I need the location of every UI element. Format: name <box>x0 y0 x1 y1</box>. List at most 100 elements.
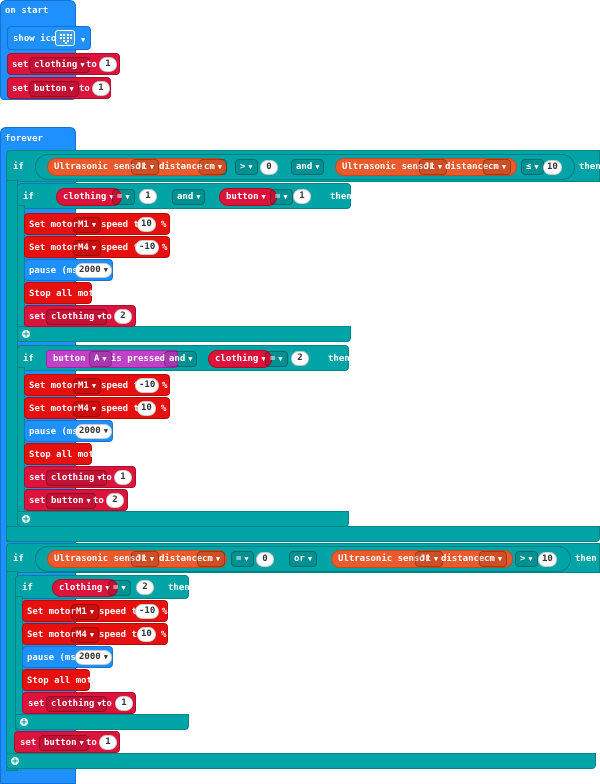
stop-all-motor-block[interactable]: Stop all motor <box>24 282 105 304</box>
value-input[interactable]: 10 <box>137 627 156 642</box>
value-input[interactable]: 0 <box>260 160 278 175</box>
set-button-block[interactable]: set button▼ to 2 <box>24 489 128 511</box>
operator-dropdown[interactable]: >▼ <box>235 159 258 175</box>
motor-dropdown[interactable]: M4▼ <box>73 240 102 256</box>
clothing-variable[interactable]: clothing▼ <box>56 188 122 206</box>
motor-dropdown[interactable]: M4▼ <box>71 627 100 643</box>
logic-op-dropdown[interactable]: and▼ <box>291 159 325 175</box>
button-variable[interactable]: button▼ <box>219 188 277 206</box>
set-clothing-block[interactable]: set clothing▼ to 1 <box>7 53 120 75</box>
if-block-2[interactable]: if Ultrasonic sensor J1▼ distance cm▼ =▼… <box>6 543 600 573</box>
set-motor-block[interactable]: Set motor M4▼ speed to -10 % <box>24 236 170 258</box>
add-else-icon[interactable]: + <box>21 514 31 525</box>
clothing-variable[interactable]: clothing▼ <box>52 579 118 597</box>
variable-dropdown[interactable]: clothing▼ <box>46 470 107 486</box>
pause-input[interactable]: 2000▼ <box>75 424 112 439</box>
ultrasonic-sensor-reporter[interactable]: Ultrasonic sensor <box>47 158 227 176</box>
value-input[interactable]: -10 <box>135 604 160 619</box>
logic-op-dropdown[interactable]: or▼ <box>289 551 318 567</box>
button-pressed-condition[interactable]: button <box>46 350 178 368</box>
set-button-block[interactable]: set button▼ to 1 <box>14 731 120 753</box>
ultrasonic-sensor-reporter[interactable]: Ultrasonic sensor <box>335 158 517 176</box>
variable-dropdown[interactable]: clothing▼ <box>29 57 90 73</box>
variable-dropdown[interactable]: button▼ <box>39 735 89 751</box>
inner-if-block-1[interactable]: if clothing▼ =▼ 1 and▼ button▼ =▼ 1 then <box>17 183 352 209</box>
operator-dropdown[interactable]: =▼ <box>265 351 288 367</box>
dropdown-value: clothing <box>51 473 95 483</box>
variable-dropdown[interactable]: button▼ <box>29 81 79 97</box>
button-dropdown[interactable]: A▼ <box>89 351 112 367</box>
pause-block[interactable]: pause (ms) 2000▼ <box>22 646 113 668</box>
motor-dropdown[interactable]: M1▼ <box>73 378 102 394</box>
port-dropdown[interactable]: J1▼ <box>419 159 448 175</box>
value-input[interactable]: 2 <box>106 493 124 508</box>
add-else-icon[interactable]: + <box>21 329 31 340</box>
logic-op-dropdown[interactable]: and▼ <box>172 189 206 205</box>
set-motor-block[interactable]: Set motor M4▼ speed to 10 % <box>22 623 168 645</box>
operator-dropdown[interactable]: =▼ <box>231 551 254 567</box>
ultrasonic-sensor-reporter[interactable]: Ultrasonic sensor <box>331 550 513 568</box>
clothing-variable[interactable]: clothing▼ <box>208 350 272 368</box>
motor-dropdown[interactable]: M4▼ <box>73 401 102 417</box>
motor-dropdown[interactable]: M1▼ <box>71 604 100 620</box>
add-else-icon[interactable]: + <box>10 756 20 767</box>
unit-dropdown[interactable]: cm▼ <box>483 159 512 175</box>
stop-all-motor-block[interactable]: Stop all motor <box>24 443 105 465</box>
variable-dropdown[interactable]: button▼ <box>46 493 96 509</box>
set-motor-block[interactable]: Set motor M1▼ speed to 10 % <box>24 213 170 235</box>
value-input[interactable]: 10 <box>543 160 562 175</box>
value-input[interactable]: 1 <box>139 189 157 204</box>
value-input[interactable]: 2 <box>291 351 309 366</box>
set-motor-block[interactable]: Set motor M1▼ speed to -10 % <box>24 374 170 396</box>
inner-if-block-2[interactable]: if button A▼ is pressed and▼ clothing▼ =… <box>17 345 350 371</box>
value-input[interactable]: 1 <box>114 470 132 485</box>
stop-all-motor-block[interactable]: Stop all motor <box>22 669 103 691</box>
heart-icon[interactable] <box>55 30 75 46</box>
operator-dropdown[interactable]: ≤▼ <box>521 159 544 175</box>
set-clothing-block[interactable]: set clothing▼ to 2 <box>24 305 136 327</box>
port-dropdown[interactable]: J1▼ <box>415 551 444 567</box>
pause-input[interactable]: 2000▼ <box>75 263 112 278</box>
value-input[interactable]: 10 <box>137 217 156 232</box>
add-else-icon[interactable]: + <box>19 717 29 728</box>
unit-dropdown[interactable]: cm▼ <box>199 159 228 175</box>
set-clothing-block[interactable]: set clothing▼ to 1 <box>22 692 136 714</box>
value-input[interactable]: 1 <box>293 189 311 204</box>
pause-block[interactable]: pause (ms) 2000▼ <box>24 259 113 281</box>
operator-dropdown[interactable]: =▼ <box>108 580 131 596</box>
logic-op-dropdown[interactable]: and▼ <box>164 351 198 367</box>
value-input[interactable]: -10 <box>135 378 160 393</box>
value-input[interactable]: 0 <box>256 552 274 567</box>
variable-dropdown[interactable]: clothing▼ <box>46 696 107 712</box>
ultrasonic-sensor-reporter[interactable]: Ultrasonic sensor <box>47 550 227 568</box>
port-dropdown[interactable]: J1▼ <box>131 551 160 567</box>
port-dropdown[interactable]: J1▼ <box>131 159 160 175</box>
operator-dropdown[interactable]: =▼ <box>270 189 293 205</box>
inner-if-block-3[interactable]: if clothing▼ =▼ 2 then <box>15 575 190 599</box>
dropdown-value: cm <box>484 554 495 564</box>
value-input[interactable]: 1 <box>115 696 133 711</box>
value-input[interactable]: -10 <box>135 240 160 255</box>
unit-dropdown[interactable]: cm▼ <box>197 551 226 567</box>
set-button-block[interactable]: set button▼ to 1 <box>7 77 111 99</box>
value-input[interactable]: 2 <box>136 580 154 595</box>
motor-dropdown[interactable]: M1▼ <box>73 217 102 233</box>
pause-input[interactable]: 2000▼ <box>75 650 112 665</box>
set-clothing-block[interactable]: set clothing▼ to 1 <box>24 466 136 488</box>
value-input[interactable]: 2 <box>114 309 132 324</box>
pause-block[interactable]: pause (ms) 2000▼ <box>24 420 113 442</box>
set-motor-block[interactable]: Set motor M4▼ speed to 10 % <box>24 397 170 419</box>
value-input[interactable]: 1 <box>99 57 117 72</box>
show-icon-block[interactable]: show icon ▼ <box>7 26 91 50</box>
chevron-down-icon[interactable]: ▼ <box>81 36 86 44</box>
value-input[interactable]: 10 <box>137 401 156 416</box>
value-input[interactable]: 1 <box>99 735 117 750</box>
operator-dropdown[interactable]: >▼ <box>515 551 538 567</box>
if-block-1[interactable]: if Ultrasonic sensor J1▼ distance cm▼ >▼… <box>6 150 600 182</box>
value-input[interactable]: 10 <box>538 552 557 567</box>
value-input[interactable]: 1 <box>92 81 110 96</box>
set-motor-block[interactable]: Set motor M1▼ speed to -10 % <box>22 600 168 622</box>
variable-dropdown[interactable]: clothing▼ <box>46 309 107 325</box>
unit-dropdown[interactable]: cm▼ <box>479 551 508 567</box>
operator-dropdown[interactable]: =▼ <box>112 189 135 205</box>
